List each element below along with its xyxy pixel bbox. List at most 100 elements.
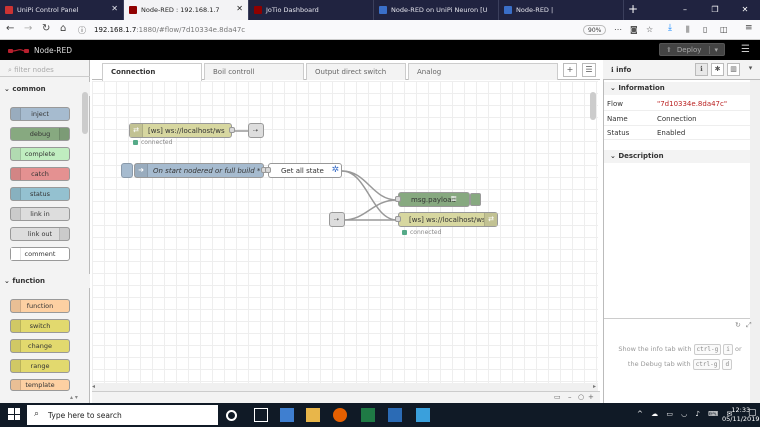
pocket-icon[interactable]: ◙ xyxy=(630,25,638,34)
palette-node-status[interactable]: status xyxy=(10,187,70,201)
palette-node-range[interactable]: range xyxy=(10,359,70,373)
forward-icon[interactable]: → xyxy=(24,23,33,34)
palette-node-change[interactable]: change xyxy=(10,339,70,353)
download-icon[interactable]: ⤓ xyxy=(668,23,672,33)
palette-node-debug[interactable]: debug xyxy=(10,127,70,141)
palette-node-comment[interactable]: comment xyxy=(10,247,70,261)
store-icon[interactable] xyxy=(280,408,294,422)
debug-bug-icon[interactable]: ✱ xyxy=(711,63,724,76)
inject-arrow-icon: ➜ xyxy=(135,164,148,177)
palette-node-link-out[interactable]: link out xyxy=(10,227,70,241)
notifications-icon[interactable]: ▢ xyxy=(748,408,757,418)
palette-scrollbar[interactable] xyxy=(82,92,88,134)
browser-tab-jotio-dashboard[interactable]: JoTio Dashboard xyxy=(249,0,374,20)
putty-icon[interactable] xyxy=(388,408,402,422)
firefox-icon[interactable] xyxy=(333,408,347,422)
debug-toggle-button[interactable] xyxy=(470,193,481,206)
navigator-icon[interactable]: ▭ xyxy=(554,393,561,401)
file-explorer-icon[interactable] xyxy=(306,408,320,422)
link-out-node[interactable]: ⇢ xyxy=(248,123,264,138)
zoom-reset-icon[interactable]: ○ xyxy=(578,393,585,401)
information-section-header[interactable]: ⌄ Information xyxy=(604,82,750,95)
dashboard-chart-icon[interactable]: ▥ xyxy=(727,63,740,76)
screenshot-icon[interactable]: ◫ xyxy=(720,25,728,34)
canvas-vertical-scrollbar[interactable] xyxy=(590,92,596,120)
sidebar-tab-info[interactable]: ℹ info xyxy=(611,66,631,74)
new-tab-button[interactable]: + xyxy=(628,2,639,16)
info-icon[interactable]: ℹ xyxy=(695,63,708,76)
browser-tab-node-red[interactable]: Node-RED : 192.168.1.7✕ xyxy=(124,0,249,20)
palette-node-template[interactable]: template xyxy=(10,379,70,391)
system-tray-icons[interactable]: ^ ☁ ▭ ◡ ♪ ⌨ ✉ xyxy=(637,410,736,418)
palette-category-common[interactable]: ⌄ common xyxy=(0,82,90,96)
minimize-button[interactable]: – xyxy=(683,5,687,14)
page-actions-icon[interactable]: ⋯ xyxy=(614,25,622,34)
back-icon[interactable]: ← xyxy=(6,23,15,34)
library-icon[interactable]: ⫼ xyxy=(686,25,690,34)
sidebar-toggle-icon[interactable]: ▯ xyxy=(703,25,708,34)
get-all-state-node[interactable]: Get all state✲ xyxy=(268,163,342,178)
url-field[interactable]: 192.168.1.7:1880/#flow/7d10334e.8da47c xyxy=(94,23,614,37)
zoom-out-icon[interactable]: – xyxy=(568,393,572,401)
add-flow-button[interactable]: + xyxy=(563,63,577,77)
link-in-node[interactable]: ⇢ xyxy=(329,212,345,227)
tab-output-direct-switch[interactable]: Output direct switch xyxy=(306,63,406,80)
browser-tab-unipi-neuron[interactable]: Node-RED on UniPi Neuron [U xyxy=(374,0,499,20)
tab-boil-controll[interactable]: Boil controll xyxy=(204,63,304,80)
canvas-horizontal-scrollbar[interactable]: ◂▸ xyxy=(92,383,598,391)
zoom-in-icon[interactable]: + xyxy=(588,393,594,401)
taskbar-search-box[interactable]: ⌕Type here to search xyxy=(27,405,218,425)
palette-node-link-in[interactable]: link in xyxy=(10,207,70,221)
sidebar-scrollbar[interactable] xyxy=(750,80,760,403)
task-view-icon[interactable] xyxy=(254,408,268,422)
debug-node[interactable]: msg.payload≣ xyxy=(398,192,470,207)
bookmark-star-icon[interactable]: ☆ xyxy=(646,25,654,34)
info-icon[interactable]: ⓘ xyxy=(78,26,86,35)
ws-in-node[interactable]: ⇄[ws] ws://localhost/ws xyxy=(129,123,232,138)
palette-node-function[interactable]: function xyxy=(10,299,70,313)
close-window-button[interactable]: ✕ xyxy=(741,5,749,14)
chevron-down-icon[interactable]: ▾ xyxy=(748,64,753,72)
inject-trigger-button[interactable] xyxy=(121,163,133,178)
windows-start-icon[interactable] xyxy=(8,408,20,420)
palette-node-catch[interactable]: catch xyxy=(10,167,70,181)
browser-tab-unipi-control-panel[interactable]: UniPi Control Panel✕ xyxy=(0,0,124,20)
output-port[interactable] xyxy=(229,127,235,133)
excel-icon[interactable] xyxy=(361,408,375,422)
node-red-logo: Node-RED xyxy=(8,46,72,55)
input-port[interactable] xyxy=(265,167,271,173)
input-port[interactable] xyxy=(395,196,401,202)
palette-collapse-icon[interactable]: ▴ ▾ xyxy=(70,394,78,401)
palette-node-complete[interactable]: complete xyxy=(10,147,70,161)
palette-category-function[interactable]: ⌄ function xyxy=(0,274,90,288)
tab-analog[interactable]: Analog xyxy=(408,63,558,80)
app-menu-icon[interactable]: ≡ xyxy=(745,23,753,33)
deploy-button[interactable]: ⬆Deploy▾ xyxy=(659,43,725,56)
flow-list-button[interactable]: ☰ xyxy=(582,63,596,77)
input-port[interactable] xyxy=(395,216,401,222)
scroll-right-icon[interactable]: ▸ xyxy=(592,383,596,390)
cortana-icon[interactable] xyxy=(226,410,237,421)
filter-nodes-input[interactable]: ⌕ filter nodes xyxy=(0,63,90,77)
main-menu-icon[interactable]: ☰ xyxy=(741,44,750,55)
scroll-left-icon[interactable]: ◂ xyxy=(92,383,96,390)
reload-icon[interactable]: ↻ xyxy=(42,23,51,34)
deploy-options-icon[interactable]: ▾ xyxy=(709,45,718,54)
zoom-level-badge[interactable]: 90% xyxy=(583,25,607,35)
description-section-header[interactable]: ⌄ Description xyxy=(604,150,750,163)
close-tab-icon[interactable]: ✕ xyxy=(236,4,243,13)
home-icon[interactable]: ⌂ xyxy=(60,23,67,34)
palette-node-switch[interactable]: switch xyxy=(10,319,70,333)
browser-tab-node-red-2[interactable]: Node-RED | xyxy=(499,0,624,20)
workspace-footer: ▭ – ○ + xyxy=(92,391,600,403)
ws-out-node[interactable]: [ws] ws://localhost/ws⇄ xyxy=(398,212,498,227)
close-tab-icon[interactable]: ✕ xyxy=(111,4,118,13)
tab-connection[interactable]: Connection xyxy=(102,63,202,81)
inject-node[interactable]: ➜On start nodered or full build * xyxy=(134,163,264,178)
expand-icon[interactable]: ⤢ xyxy=(746,321,752,329)
palette-node-inject[interactable]: inject xyxy=(10,107,70,121)
refresh-icon[interactable]: ↻ xyxy=(735,321,741,329)
app-icon[interactable] xyxy=(416,408,430,422)
restore-button[interactable]: ❐ xyxy=(711,5,719,14)
